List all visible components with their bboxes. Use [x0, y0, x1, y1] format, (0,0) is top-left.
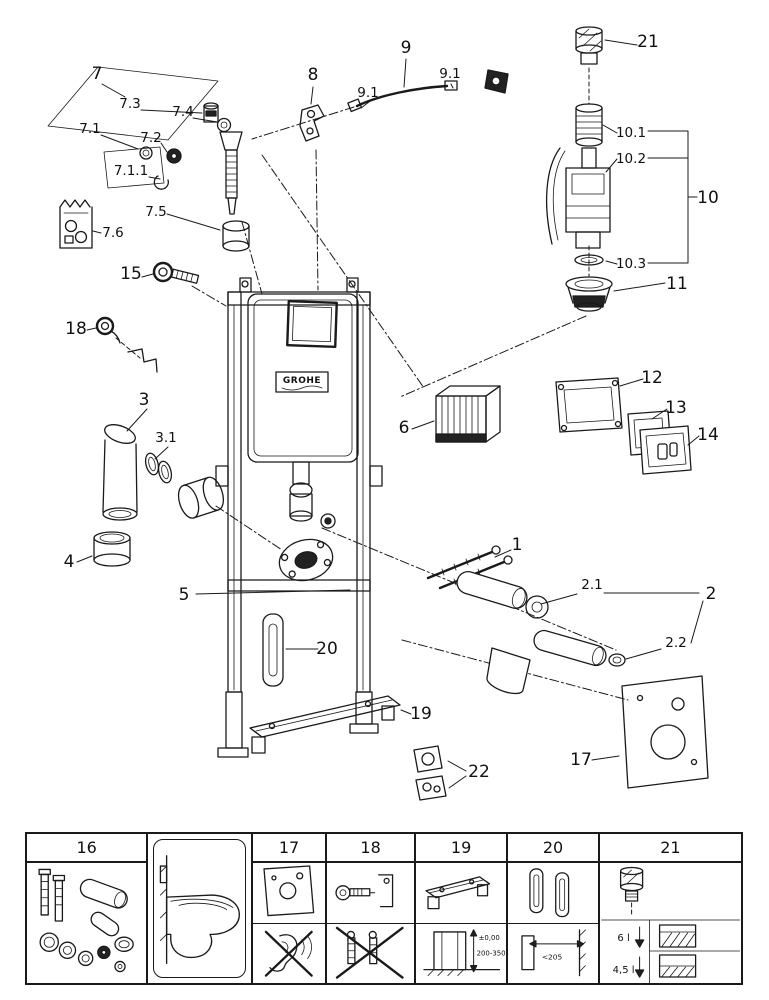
legend-number-18: 18 [360, 838, 381, 857]
frame-plate-drawing [555, 377, 623, 433]
part-label-9: 9 [401, 38, 412, 58]
part-label-4: 4 [64, 552, 75, 572]
legend-cell-wc [148, 834, 253, 983]
legend-number-17: 17 [278, 838, 300, 857]
construction-lines [115, 67, 629, 701]
part-label-11: 11 [666, 274, 688, 294]
legend-cell-19: 19 [415, 834, 509, 983]
part-label-3-1: 3.1 [155, 430, 176, 446]
no-other-fixings-icon [336, 926, 404, 979]
legend-parts-16-drawing [38, 868, 134, 973]
sound-insulation-drawing [621, 675, 709, 789]
part-label-2: 2 [706, 584, 717, 604]
legend-header-16: 16 [27, 834, 147, 863]
legend-header-21: 21 [599, 834, 741, 863]
no-noise-icon [264, 930, 313, 977]
depth-max-text: <205 [542, 952, 563, 961]
part-label-20: 20 [316, 639, 338, 659]
part-label-9-1-a: 9.1 [357, 85, 378, 101]
cistern-drawing: GROHE [247, 293, 359, 463]
flush-pipe-drawing [278, 461, 336, 582]
part-label-1: 1 [512, 535, 523, 555]
flush-bend-drawing [102, 424, 225, 521]
cistern-access-opening [286, 299, 338, 349]
flush-plate-drawing [639, 425, 692, 475]
extension-rails-icon [529, 868, 570, 918]
flush-volume-icon: 6 l 4,5 l [600, 866, 740, 983]
part-label-7-1-1: 7.1.1 [114, 163, 148, 179]
legend-cell-21: 21 6 l [599, 834, 741, 983]
flush-eco-text: 4,5 l [612, 965, 634, 976]
legend-number-16: 16 [76, 838, 97, 857]
part-label-10-2: 10.2 [616, 151, 646, 167]
part-label-10: 10 [697, 188, 719, 208]
bracket-drawing [299, 104, 325, 142]
legend-cell-16: 16 [27, 834, 149, 983]
part-label-7: 7 [92, 64, 103, 84]
support-bracket-icon [425, 876, 490, 910]
flush-full-text: 6 l [617, 933, 629, 944]
part-label-7-5: 7.5 [145, 204, 166, 220]
part-label-3: 3 [139, 390, 150, 410]
hook-drawing [95, 316, 158, 373]
seal-bag-drawing [59, 199, 93, 249]
hose-drawing [347, 69, 509, 113]
legend-number-19: 19 [450, 838, 472, 857]
fill-valve-group [47, 66, 250, 252]
part-label-6: 6 [399, 418, 410, 438]
anchor-bolt-drawing [152, 261, 200, 284]
floor-bracket-drawing [249, 695, 401, 754]
part-label-7-1: 7.1 [79, 121, 100, 137]
legend-number-21: 21 [660, 838, 681, 857]
part-label-8: 8 [308, 65, 319, 85]
legend-number-20: 20 [542, 838, 564, 857]
height-adjust-icon: ±0,00 200-350 [423, 928, 505, 976]
legend-header-18: 18 [327, 834, 414, 863]
depth-dimension-icon: <205 [521, 928, 587, 976]
part-label-21: 21 [637, 32, 659, 52]
cap-drawing [93, 531, 131, 567]
small-parts-drawing [413, 745, 447, 801]
outlet-pipe-set-drawing [456, 571, 626, 695]
part-label-2-1: 2.1 [581, 577, 602, 593]
part-label-7-2: 7.2 [140, 130, 161, 146]
part-labels: 7 7.3 7.4 7.1 7.2 7.1.1 7.5 7.6 8 9 9.1 … [64, 32, 719, 782]
flush-valve-group [545, 26, 613, 312]
part-label-15: 15 [120, 264, 142, 284]
grohe-logo: GROHE [283, 376, 321, 386]
part-label-7-4: 7.4 [172, 104, 193, 120]
protection-box-drawing [435, 385, 501, 443]
legend-cell-20: 20 [508, 834, 600, 983]
part-label-12: 12 [641, 368, 663, 388]
part-label-2-2: 2.2 [665, 635, 686, 651]
legend-cell-18: 18 [327, 834, 416, 983]
leader-lines [76, 39, 704, 789]
part-label-10-3: 10.3 [616, 256, 646, 272]
legend-cell-17: 17 [252, 834, 328, 983]
part-label-18: 18 [65, 319, 87, 339]
legend-table: 16 [25, 832, 743, 985]
legend-header-17: 17 [252, 834, 326, 863]
floor-level-text: ±0,00 [478, 933, 499, 941]
height-range-text: 200-350 [476, 949, 505, 957]
frame-drawing [215, 277, 383, 758]
part-label-17: 17 [570, 750, 592, 770]
part-label-5: 5 [179, 585, 190, 605]
part-label-14: 14 [697, 425, 719, 445]
exploded-diagram: GROHE [47, 26, 719, 801]
insulation-mat-icon [263, 865, 314, 917]
wc-side-view-drawing [160, 855, 241, 965]
part-label-7-6: 7.6 [102, 225, 123, 241]
part-label-19: 19 [410, 704, 432, 724]
part-label-10-1: 10.1 [616, 125, 646, 141]
legend-header-19: 19 [415, 834, 507, 863]
part-label-22: 22 [468, 762, 490, 782]
part-label-9-1-b: 9.1 [439, 66, 460, 82]
legend-header-20: 20 [508, 834, 598, 863]
part-label-7-3: 7.3 [119, 96, 140, 112]
wall-anchor-icon [335, 874, 394, 908]
part-label-13: 13 [665, 398, 687, 418]
rail-drawing [262, 613, 284, 687]
